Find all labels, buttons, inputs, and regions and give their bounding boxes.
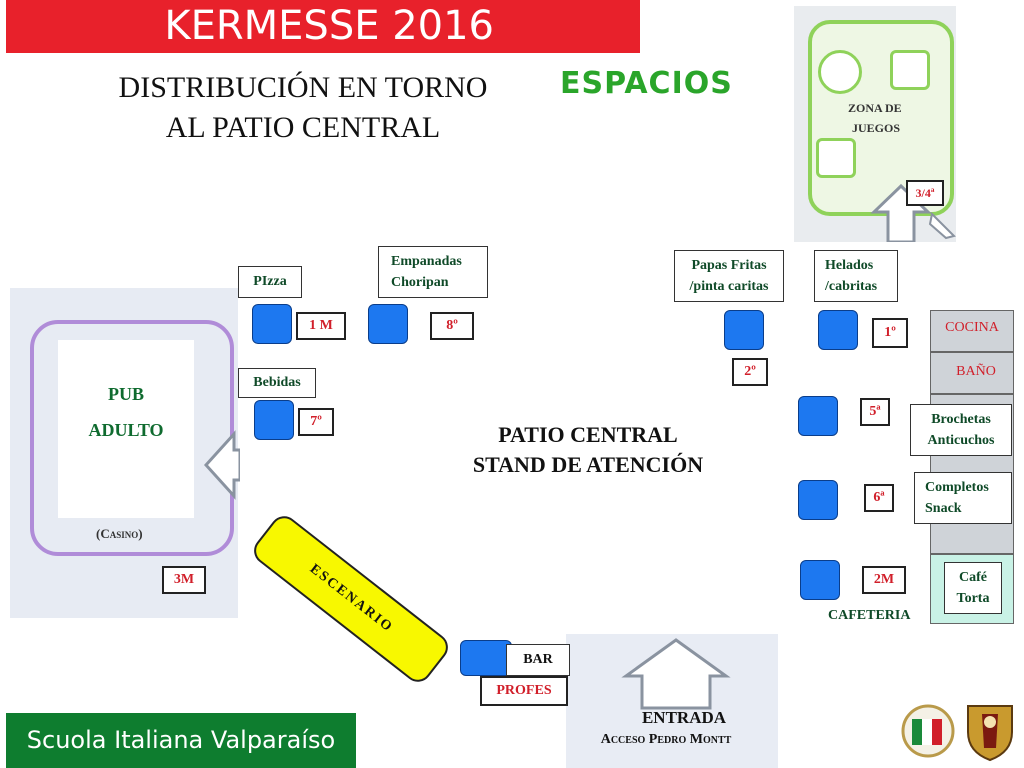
- arrow-left-icon: [204, 430, 240, 500]
- cafe-line-2: Torta: [956, 591, 990, 606]
- entrada-label: ENTRADA: [641, 708, 727, 727]
- zona-juegos-line-2: JUEGOS: [852, 121, 901, 135]
- stand-bebidas: [254, 400, 294, 440]
- stand-bar: [460, 640, 512, 676]
- zona-juegos-line-1: ZONA DE: [848, 101, 902, 115]
- crest-logo: [967, 705, 1013, 762]
- tag-2m: 2M: [862, 566, 906, 594]
- page-title: KERMESSE 2016: [6, 0, 640, 53]
- entrada-arrow-icon: [621, 638, 731, 710]
- subtitle-line-1: DISTRIBUCIÓN EN TORNO: [118, 71, 488, 104]
- stand-pizza: [252, 304, 292, 344]
- pub-panel: [58, 340, 194, 518]
- empanadas-label: Empanadas Choripan: [378, 246, 488, 298]
- arrow-corner-icon: [928, 212, 956, 240]
- completos-line-2: Snack: [925, 501, 962, 516]
- patio-central-line-2: STAND DE ATENCIÓN: [472, 452, 704, 477]
- empanadas-line-1: Empanadas: [391, 254, 462, 269]
- pub-label: PUB: [108, 384, 144, 404]
- completos-line-1: Completos: [925, 480, 989, 495]
- tag-6: 6ª: [864, 484, 894, 512]
- brochetas-label: Brochetas Anticuchos: [910, 404, 1012, 456]
- patio-central-line-1: PATIO CENTRAL: [498, 422, 678, 447]
- stand-5: [798, 396, 838, 436]
- brochetas-line-2: Anticuchos: [927, 433, 995, 448]
- tag-3-4: 3/4ª: [906, 180, 944, 206]
- papas-line-2: /pinta caritas: [689, 279, 769, 294]
- stand-helados: [818, 310, 858, 350]
- tag-2: 2º: [732, 358, 768, 386]
- cocina-label: COCINA: [945, 320, 999, 335]
- school-name-footer: Scuola Italiana Valparaíso: [6, 713, 356, 768]
- profes-label: PROFES: [480, 676, 568, 706]
- subtitle-line-2: AL PATIO CENTRAL: [165, 111, 441, 144]
- papas-label: Papas Fritas /pinta caritas: [674, 250, 784, 302]
- empanadas-line-2: Choripan: [391, 275, 449, 290]
- cafe-label: Café Torta: [944, 562, 1002, 614]
- bar-label: BAR: [506, 644, 570, 676]
- square-shape: [816, 138, 856, 178]
- tag-7: 7º: [298, 408, 334, 436]
- helados-line-1: Helados: [825, 258, 874, 273]
- adulto-label: ADULTO: [88, 420, 164, 440]
- tag-5: 5ª: [860, 398, 890, 426]
- tag-1m: 1 M: [296, 312, 346, 340]
- tag-8: 8º: [430, 312, 474, 340]
- stand-papas: [724, 310, 764, 350]
- tag-1: 1º: [872, 318, 908, 348]
- helados-line-2: /cabritas: [825, 279, 878, 294]
- stand-6: [798, 480, 838, 520]
- helados-label: Helados /cabritas: [814, 250, 898, 302]
- brochetas-line-1: Brochetas: [931, 412, 991, 427]
- cafeteria-label: CAFETERIA: [828, 608, 911, 623]
- tag-3m: 3M: [162, 566, 206, 594]
- stand-cafeteria: [800, 560, 840, 600]
- square-shape: [890, 50, 930, 90]
- subtitle: DISTRIBUCIÓN EN TORNO AL PATIO CENTRAL: [80, 68, 526, 148]
- bano-label: BAÑO: [956, 364, 996, 379]
- papas-line-1: Papas Fritas: [691, 258, 767, 273]
- patio-central-label: PATIO CENTRAL STAND DE ATENCIÓN: [430, 420, 746, 480]
- pizza-label: PIzza: [238, 266, 302, 298]
- completos-label: Completos Snack: [914, 472, 1012, 524]
- zona-juegos-label: ZONA DE JUEGOS: [848, 98, 902, 138]
- casino-label: (Casino): [96, 526, 143, 541]
- bebidas-label: Bebidas: [238, 368, 316, 398]
- acceso-label: Acceso Pedro Montt: [600, 732, 732, 747]
- espacios-heading: ESPACIOS: [560, 66, 733, 101]
- stand-empanadas: [368, 304, 408, 344]
- escenario-stage: ESCENARIO: [248, 510, 454, 688]
- school-seal-logo: [901, 704, 955, 758]
- cafe-line-1: Café: [959, 570, 987, 585]
- cocina-block: [930, 310, 1014, 352]
- circle-shape: [818, 50, 862, 94]
- bano-block: [930, 352, 1014, 394]
